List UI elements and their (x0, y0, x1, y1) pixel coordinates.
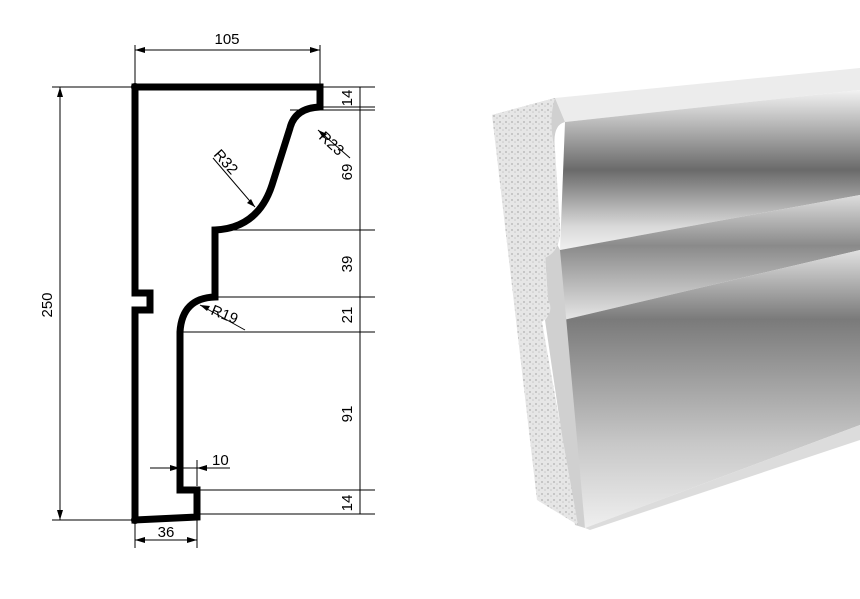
dimension-lines (52, 45, 375, 548)
arrowheads (57, 47, 327, 543)
width-label: 105 (214, 31, 239, 48)
height-label: 250 (39, 292, 56, 317)
segment-label-6: 14 (339, 495, 356, 512)
segment-label-2: 69 (339, 164, 356, 181)
segment-label-3: 39 (339, 256, 356, 273)
segment-label-4: 21 (339, 307, 356, 324)
base-label: 36 (158, 524, 175, 541)
profile-outline (131, 83, 324, 524)
segment-label-5: 91 (339, 406, 356, 423)
radius-label-r19: R19 (209, 302, 241, 328)
radius-label-r32: R32 (210, 146, 241, 178)
step-label: 10 (212, 452, 229, 469)
segment-label-1: 14 (339, 90, 356, 107)
cornice-3d-render (492, 68, 860, 530)
